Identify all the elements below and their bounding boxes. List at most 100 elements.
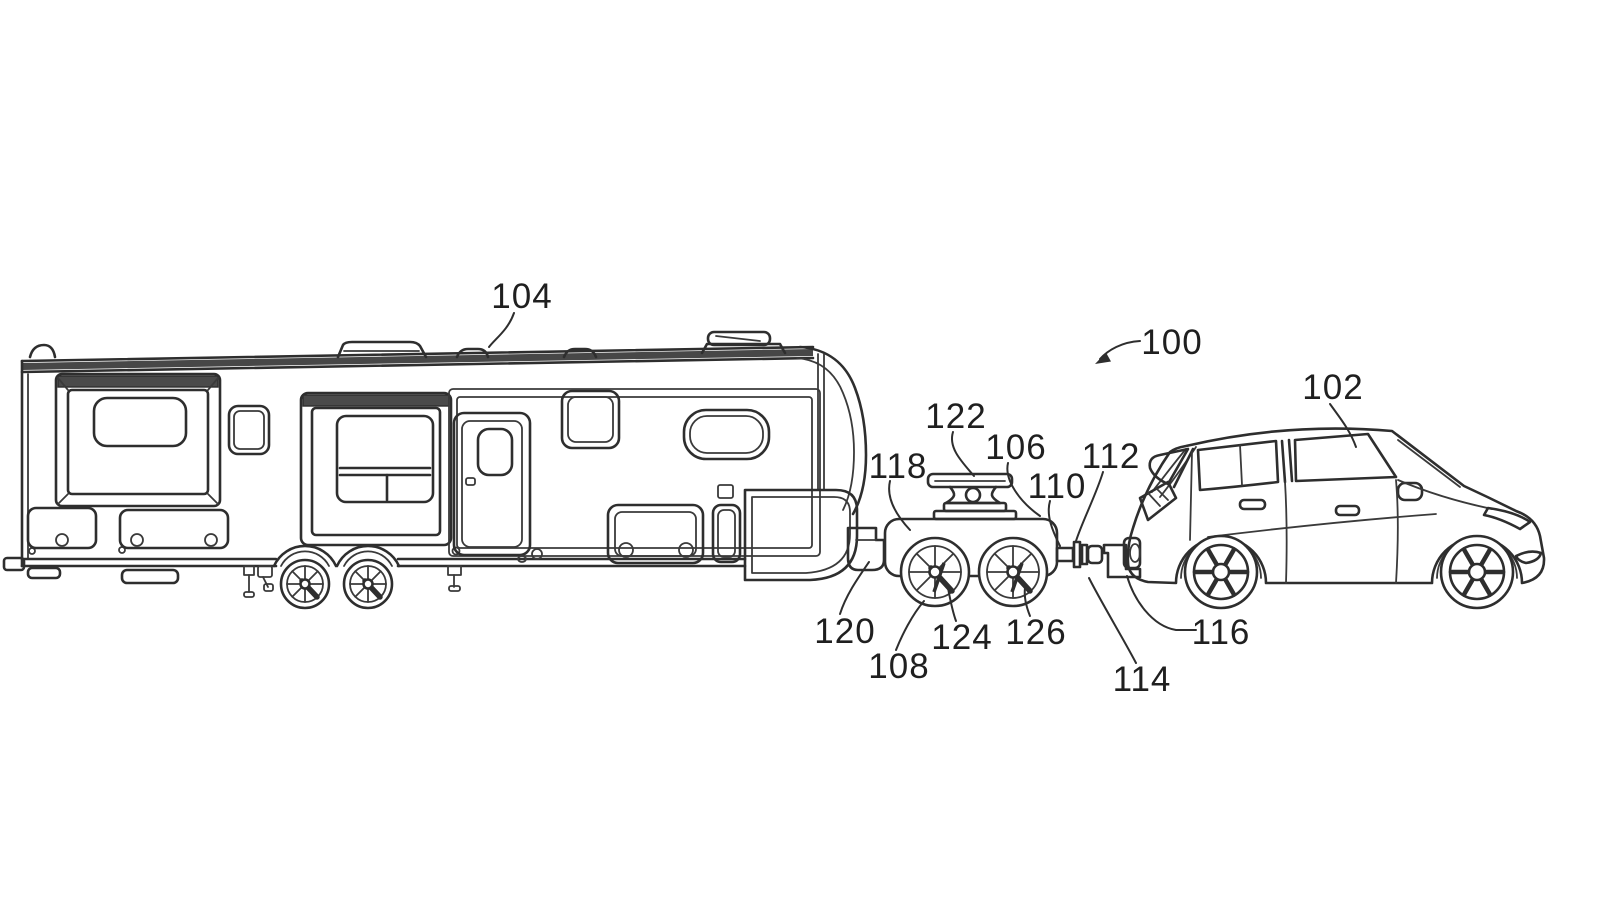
window-small	[227, 404, 271, 456]
sidewall-seam-inner	[456, 396, 813, 549]
slide-out-mid	[299, 391, 453, 547]
dolly-wheel-left	[899, 536, 971, 608]
latch	[678, 542, 694, 558]
slide-out-mid-frame	[310, 406, 442, 537]
ref-label-104: 104	[491, 277, 552, 316]
ref-label-116: 116	[1192, 613, 1251, 652]
ref-label-106: 106	[985, 428, 1046, 467]
coupler-flange	[1072, 540, 1082, 569]
bumper-slot	[1514, 550, 1543, 565]
fifth-wheel-pivot	[964, 486, 982, 504]
ref-label-118: 118	[869, 447, 928, 486]
leader-108	[895, 600, 925, 651]
frame-bevel	[57, 377, 69, 391]
ref-label-124: 124	[931, 618, 992, 657]
utility-port	[531, 548, 543, 560]
latch	[55, 533, 69, 547]
leader-104	[488, 312, 515, 348]
ref-label-108: 108	[868, 647, 929, 686]
front-door-window	[1293, 432, 1398, 483]
leader-lines	[488, 312, 1357, 664]
marker-light	[451, 546, 461, 556]
dolly-wheel-right	[977, 536, 1049, 608]
door-handle	[465, 477, 476, 486]
window-mid	[560, 389, 621, 450]
trailer-roof-line-lower	[20, 356, 815, 374]
coupler-flange	[1080, 543, 1089, 566]
b-pillar	[1280, 439, 1287, 484]
trailer-wheel	[279, 558, 331, 610]
storage-compartment	[118, 508, 230, 550]
ref-label-110: 110	[1028, 467, 1087, 506]
window-front-inner	[689, 415, 764, 454]
c-pillar	[1172, 447, 1195, 489]
roof-skylight	[336, 340, 428, 359]
reference-labels: 104 100 102 122 106 112 118 110 120 108 …	[491, 277, 1363, 699]
leader-112	[1075, 471, 1104, 542]
quarter-window	[1148, 447, 1190, 486]
door-seam	[1284, 481, 1288, 584]
windshield-inner	[1397, 439, 1461, 488]
frame-bevel	[207, 377, 219, 391]
latch	[204, 533, 218, 547]
ref-label-100: 100	[1141, 323, 1202, 362]
fender-inner	[280, 550, 330, 567]
arrow-100	[1095, 340, 1141, 364]
leader-126	[1023, 587, 1031, 617]
fifth-wheel-plate	[926, 472, 1014, 489]
stabilizer-jack	[447, 565, 462, 592]
taillight	[1138, 480, 1178, 522]
leader-122	[950, 431, 975, 477]
storage-inner	[717, 509, 736, 558]
leader-118	[888, 480, 911, 531]
trailer-rear-bumper	[2, 556, 26, 572]
taillight-line	[1147, 492, 1161, 507]
entry-step	[120, 568, 180, 585]
storage-compartment	[26, 506, 98, 550]
wall-vent	[717, 484, 734, 499]
roof-vent	[28, 343, 57, 359]
window-small-inner	[233, 410, 265, 450]
ref-label-120: 120	[814, 612, 875, 651]
front-cap	[798, 345, 868, 516]
slide-out-rear	[54, 372, 222, 508]
front-lower-panel-inner	[751, 496, 851, 574]
kingpin-box	[846, 526, 886, 572]
ref-label-114: 114	[1113, 660, 1172, 699]
latch	[618, 542, 634, 558]
slide-out-mid-awning	[302, 394, 450, 407]
trailer-drawing	[2, 330, 886, 610]
coupler-body	[1086, 544, 1104, 565]
roof-vent	[455, 347, 490, 359]
car-wheel-rear	[1183, 534, 1259, 610]
roof-vent	[562, 347, 598, 359]
storage-compartment	[606, 503, 705, 565]
door-handle	[1238, 498, 1267, 511]
drop-hitch-bar	[1102, 543, 1142, 579]
door-handle	[1334, 504, 1361, 517]
storage-inner	[614, 511, 697, 557]
stabilizer-jack	[243, 565, 274, 598]
body-crease	[1207, 513, 1437, 538]
leader-120	[839, 561, 870, 615]
leader-110	[1047, 500, 1061, 547]
trailer-roof-band	[21, 349, 814, 370]
ref-label-126: 126	[1005, 613, 1066, 652]
trailer-roof-line	[20, 345, 815, 363]
utility-port	[517, 555, 527, 563]
car-wheel-front	[1439, 534, 1515, 610]
rear-door-window	[1196, 439, 1280, 492]
door-window	[476, 427, 514, 477]
entry-door	[452, 411, 532, 557]
side-mirror	[1396, 481, 1424, 502]
frame-bevel	[57, 493, 69, 505]
ref-label-102: 102	[1302, 368, 1363, 407]
hitch-assembly-drawing	[1055, 536, 1142, 579]
window-divider	[1239, 444, 1243, 486]
hood-seam	[1397, 479, 1493, 510]
fender	[272, 544, 338, 568]
window-front	[682, 408, 771, 461]
slide-out-rear-window	[92, 396, 188, 448]
